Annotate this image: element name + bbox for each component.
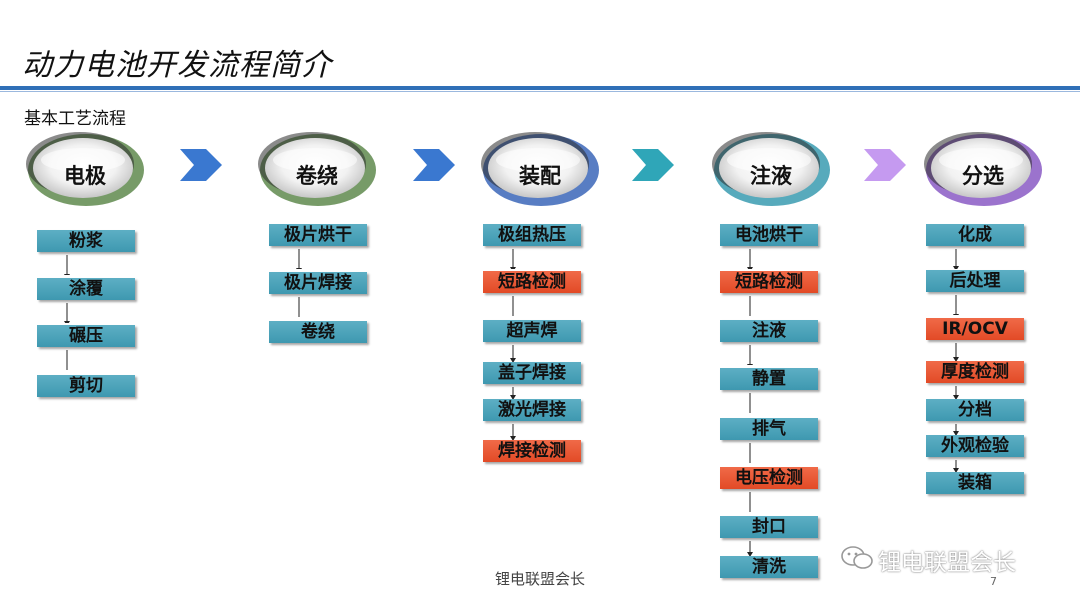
down-arrow-icon: [510, 345, 516, 363]
process-step: 静置: [720, 368, 818, 390]
down-arrow-icon: [953, 386, 959, 400]
stage-1: 电极: [20, 120, 150, 220]
stage-4: 注液: [706, 120, 836, 220]
process-step: 极片焊接: [269, 272, 367, 294]
title-rule-thin: [0, 91, 1080, 92]
process-step: 涂覆: [37, 278, 135, 300]
stage-label: 卷绕: [296, 164, 338, 188]
wechat-icon: [841, 546, 873, 569]
stage-badge-icon: [924, 132, 1042, 206]
process-step: 短路检测: [720, 271, 818, 293]
process-step: 剪切: [37, 375, 135, 397]
chevron-right-icon: [632, 149, 674, 181]
process-step: 排气: [720, 418, 818, 440]
stage-label: 装配: [519, 164, 561, 188]
down-arrow-icon: [953, 295, 959, 315]
process-step: 极片烘干: [269, 224, 367, 246]
down-arrow-icon: [953, 460, 959, 473]
process-step: 卷绕: [269, 321, 367, 343]
down-arrow-icon: [953, 249, 959, 269]
down-arrow-icon: [66, 350, 68, 370]
chevron-right-icon: [864, 149, 906, 181]
stage-badge-icon: [712, 132, 830, 206]
subtitle: 基本工艺流程: [24, 109, 126, 129]
process-step: 化成: [926, 224, 1024, 246]
chevron-right-icon: [413, 149, 455, 181]
down-arrow-icon: [747, 345, 753, 365]
down-arrow-icon: [296, 249, 302, 269]
process-step: 粉浆: [37, 230, 135, 252]
stage-label: 电极: [64, 164, 106, 188]
stage-3: 装配: [475, 120, 605, 220]
stage-label: 分选: [962, 164, 1004, 188]
down-arrow-icon: [64, 255, 70, 275]
process-step: 装箱: [926, 472, 1024, 494]
down-arrow-icon: [749, 492, 751, 512]
down-arrow-icon: [510, 424, 516, 441]
down-arrow-icon: [510, 249, 516, 269]
footer-text: 锂电联盟会长: [494, 570, 585, 588]
process-step: 分档: [926, 399, 1024, 421]
stage-label: 注液: [750, 164, 792, 188]
title-rule: [0, 86, 1080, 90]
process-step: IR/OCV: [926, 318, 1024, 340]
process-step: 封口: [720, 516, 818, 538]
down-arrow-icon: [510, 387, 516, 400]
process-step: 碾压: [37, 325, 135, 347]
process-step: 极组热压: [483, 224, 581, 246]
process-step: 短路检测: [483, 271, 581, 293]
down-arrow-icon: [749, 393, 751, 413]
process-step: 盖子焊接: [483, 362, 581, 384]
down-arrow-icon: [953, 424, 959, 436]
stage-2: 卷绕: [252, 120, 382, 220]
process-step: 电池烘干: [720, 224, 818, 246]
process-step: 超声焊: [483, 320, 581, 342]
page-number: 7: [990, 575, 997, 588]
chevron-right-icon: [180, 149, 222, 181]
down-arrow-icon: [298, 297, 300, 317]
down-arrow-icon: [749, 296, 751, 316]
process-step: 注液: [720, 320, 818, 342]
stage-badge-icon: [481, 132, 599, 206]
stage-badge-icon: [26, 132, 144, 206]
process-step: 后处理: [926, 270, 1024, 292]
process-step: 激光焊接: [483, 399, 581, 421]
down-arrow-icon: [747, 541, 753, 557]
down-arrow-icon: [64, 303, 70, 323]
process-step: 电压检测: [720, 467, 818, 489]
down-arrow-icon: [953, 343, 959, 362]
process-step: 外观检验: [926, 435, 1024, 457]
process-step: 厚度检测: [926, 361, 1024, 383]
down-arrow-icon: [512, 296, 514, 316]
stage-5: 分选: [918, 120, 1048, 220]
stage-badge-icon: [258, 132, 376, 206]
watermark: 锂电联盟会长: [878, 550, 1016, 576]
down-arrow-icon: [749, 443, 751, 463]
process-step: 清洗: [720, 556, 818, 578]
slide-title: 动力电池开发流程简介: [22, 48, 332, 83]
down-arrow-icon: [747, 249, 753, 269]
process-step: 焊接检测: [483, 440, 581, 462]
